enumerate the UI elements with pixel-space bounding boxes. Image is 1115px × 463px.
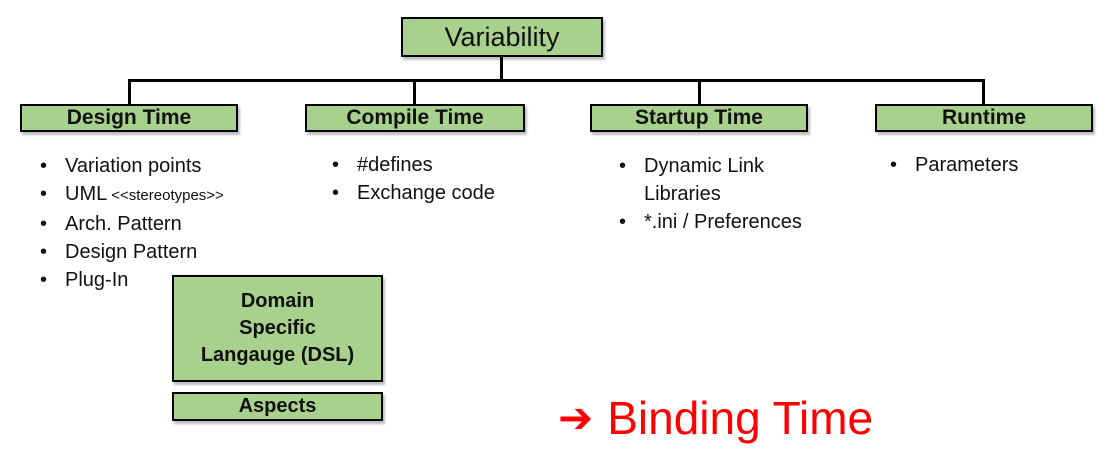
list-item: Exchange code [330,179,550,207]
list-item-label: #defines [357,154,433,176]
list-item: Arch. Pattern [38,210,288,238]
list-item: Dynamic Link Libraries [617,152,812,208]
connector-drop-design-time [128,79,131,105]
compile-time-box: Compile Time [305,104,525,132]
dsl-box: Domain Specific Langauge (DSL) [172,275,383,382]
list-item: Design Pattern [38,238,288,266]
list-item-label: Arch. Pattern [65,213,182,235]
list-item: Variation points [38,152,288,180]
list-item-label: Exchange code [357,182,495,204]
list-item-label: *.ini / Preferences [644,211,802,233]
variability-box: Variability [401,17,603,57]
aspects-box: Aspects [172,392,383,421]
startup-time-label: Startup Time [635,106,763,129]
list-item-label: Parameters [915,154,1019,176]
list-item: #defines [330,151,550,179]
list-item: UML<<stereotypes>> [38,180,288,210]
dsl-line: Langauge (DSL) [200,344,355,366]
list-item-label: Dynamic Link Libraries [644,155,765,205]
startup-time-list: Dynamic Link Libraries *.ini / Preferenc… [617,152,812,236]
list-item-label: UML [65,183,108,205]
connector-drop-startup-time [698,79,701,105]
list-item: Parameters [888,151,1098,179]
right-arrow-icon: ➔ [558,394,594,441]
variability-label: Variability [444,21,560,52]
design-time-box: Design Time [20,104,238,132]
stereotypes-label: <<stereotypes>> [111,187,224,204]
list-item-label: Variation points [65,155,202,177]
list-item: Plug-In [38,266,288,294]
design-time-label: Design Time [66,106,192,129]
list-item-label: Design Pattern [65,241,198,263]
binding-time-label: Binding Time [607,392,874,444]
dsl-line: Specific [239,317,316,339]
runtime-list: Parameters [888,151,1098,179]
connector-drop-compile-time [413,79,416,105]
connector-drop-runtime [982,79,985,105]
runtime-box: Runtime [875,104,1093,132]
aspects-label: Aspects [238,395,317,417]
design-time-list: Variation points UML<<stereotypes>> Arch… [38,152,288,294]
binding-time-caption: ➔ Binding Time [558,388,873,448]
dsl-line: Domain [240,290,315,312]
startup-time-box: Startup Time [590,104,808,132]
connector-horizontal [128,79,985,82]
list-item-label: Plug-In [65,269,129,291]
compile-time-list: #defines Exchange code [330,151,550,207]
connector-root-stub [500,57,503,81]
list-item: *.ini / Preferences [617,208,812,236]
compile-time-label: Compile Time [346,106,484,129]
runtime-label: Runtime [942,106,1026,129]
